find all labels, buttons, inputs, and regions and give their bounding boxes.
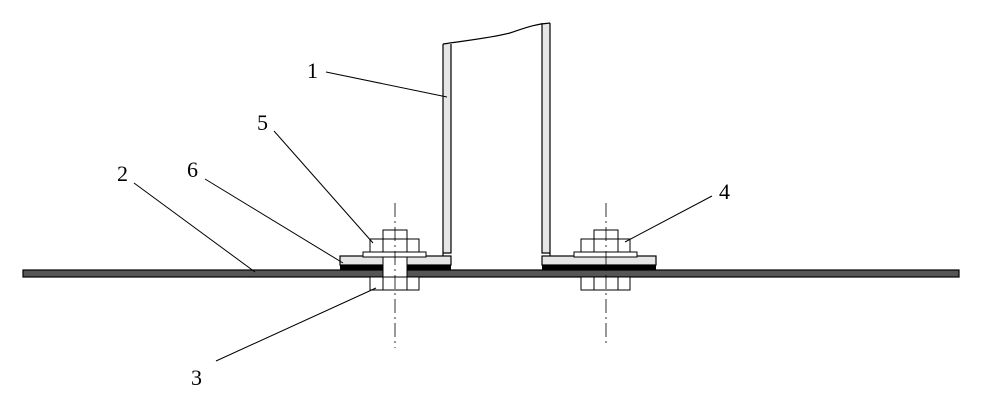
callout-1: 1 bbox=[307, 58, 318, 83]
right-bottom-nut bbox=[580, 276, 631, 291]
pipe-left-wall bbox=[442, 44, 452, 254]
leader-5 bbox=[273, 130, 374, 244]
right-gasket bbox=[542, 265, 656, 270]
callout-6: 6 bbox=[187, 157, 198, 182]
left-bottom-nut bbox=[369, 276, 420, 291]
callout-5: 5 bbox=[257, 110, 268, 135]
callout-4: 4 bbox=[719, 179, 730, 204]
leader-lines bbox=[133, 71, 713, 362]
callout-3: 3 bbox=[191, 365, 202, 390]
left-washer bbox=[362, 251, 427, 258]
leader-4 bbox=[624, 195, 713, 243]
leader-1 bbox=[325, 71, 448, 98]
leader-6 bbox=[204, 178, 344, 264]
right-washer bbox=[573, 251, 638, 258]
left-top-nut bbox=[369, 238, 420, 253]
base-plate bbox=[22, 269, 960, 278]
pipe-right-wall bbox=[541, 23, 551, 254]
leader-3 bbox=[215, 287, 377, 362]
callout-2: 2 bbox=[117, 161, 128, 186]
leader-2 bbox=[133, 182, 256, 273]
pipe-break-line bbox=[442, 22, 551, 45]
right-top-nut bbox=[580, 238, 631, 253]
pipe-with-flange bbox=[339, 22, 657, 266]
